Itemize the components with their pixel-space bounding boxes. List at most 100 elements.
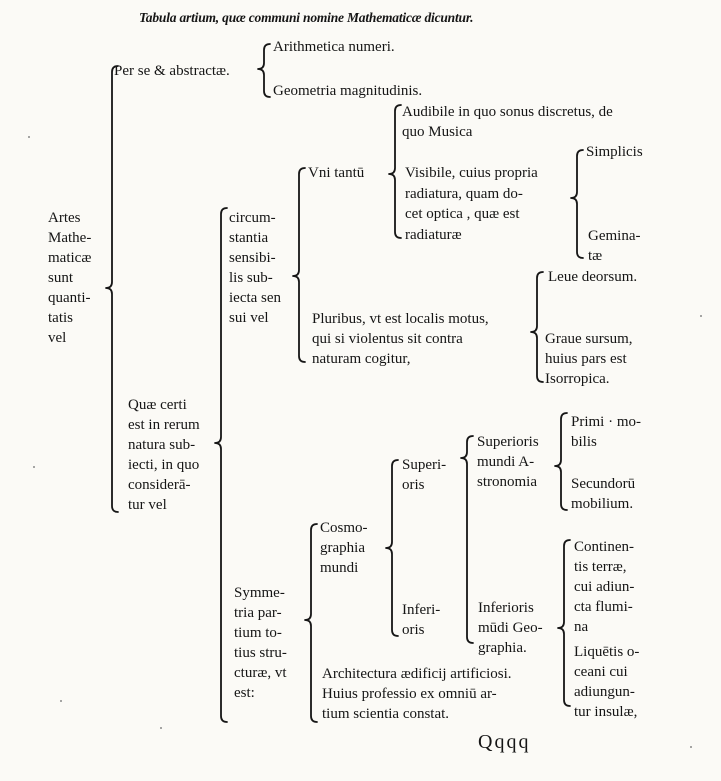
paper-speck [28, 136, 30, 138]
text-line: Secundorū [571, 476, 636, 492]
text-line: Huius professio ex omniū ar- [322, 686, 497, 702]
paper-speck [60, 700, 62, 702]
text-line: graphia. [478, 640, 527, 656]
geometria-label: Geometria magnitudinis. [273, 83, 423, 99]
brace-circumstantia [292, 167, 306, 363]
text-line: est in rerum [128, 417, 200, 433]
primi-mobilis-label: Primi · mo-bilis [571, 412, 641, 452]
paper-speck [33, 466, 35, 468]
text-line: stronomia [477, 474, 537, 490]
text-line: tium to- [234, 625, 282, 641]
text-line: mobilium. [571, 496, 634, 512]
arithmetica-label: Arithmetica numeri. [273, 39, 395, 55]
text-line: tatis [48, 310, 73, 326]
text-line: natura sub- [128, 437, 196, 453]
geminatae-label: Gemina-tæ [588, 226, 640, 266]
leue-label: Leue deorsum. [548, 269, 638, 285]
text-line: cui adiun- [574, 579, 635, 595]
brace-quae-certi [214, 207, 228, 723]
geographia-label: Inferioris mūdi Geo-graphia. [478, 598, 543, 658]
continentis-label: Continen-tis terræ, cui adiun-cta flumi-n… [574, 537, 634, 637]
brace-per-se [257, 43, 271, 98]
text-line: Superioris [477, 434, 539, 450]
text-line: Audibile in quo sonus discretus, de [402, 104, 613, 120]
brace-root [105, 65, 119, 513]
text-line: Cosmo- [320, 520, 368, 536]
text-line: mundi [320, 560, 359, 576]
text-line: quo Musica [402, 124, 473, 140]
visibile-label: Visibile, cuius propria radiatura, quam d… [405, 163, 538, 245]
text-line: sensibi- [229, 250, 276, 266]
architectura-label: Architectura ædificij artificiosi. Huius … [322, 664, 512, 724]
text-line: tium scientia constat. [322, 706, 450, 722]
text-line: Superi- [402, 457, 447, 473]
liquetis-label: Liquētis o-ceani cui adiungun-tur insulæ, [574, 642, 639, 722]
text-line: cta flumi- [574, 599, 633, 615]
text-line: Inferi- [402, 602, 441, 618]
text-line: Pluribus, vt est localis motus, [312, 311, 489, 327]
text-line: huius pars est [545, 351, 627, 367]
text-line: Quæ certi [128, 397, 187, 413]
text-line: Isorropica. [545, 371, 610, 387]
text-line: maticæ [48, 250, 92, 266]
text-line: Primi · mo- [571, 414, 641, 430]
text-line: mūdi Geo- [478, 620, 543, 636]
superioris-label: Superi-oris [402, 455, 446, 495]
text-line: naturam cogitur, [312, 351, 411, 367]
text-line: Architectura ædificij artificiosi. [322, 666, 512, 682]
text-line: iecta sen [229, 290, 282, 306]
text-line: tur insulæ, [574, 704, 638, 720]
pluribus-label: Pluribus, vt est localis motus,qui si vi… [312, 309, 489, 369]
brace-geographia [557, 539, 571, 707]
secundorum-label: Secundorū mobilium. [571, 474, 635, 514]
text-line: tæ [588, 248, 603, 264]
text-line: Visibile, cuius propria [405, 165, 538, 181]
text-line: Inferioris [478, 600, 534, 616]
text-line: Symme- [234, 585, 285, 601]
text-line: radiatura, quam do- [405, 185, 523, 202]
paper-speck [700, 315, 702, 317]
text-line: ceani cui [574, 664, 628, 680]
vni-tantum-label: Vni tantū [308, 165, 365, 181]
text-line: sunt [48, 270, 74, 286]
text-line: quanti- [48, 290, 91, 306]
text-line: Gemina- [588, 228, 641, 244]
text-line: tis terræ, [574, 559, 627, 575]
brace-vni-tantum [388, 104, 402, 239]
page-title: Tabula artium, quæ communi nomine Mathem… [139, 10, 474, 25]
text-line: oris [402, 622, 425, 638]
text-line: Graue sursum, [545, 331, 633, 347]
brace-astronomia [554, 412, 568, 511]
text-line: na [574, 619, 589, 635]
text-line: Mathe- [48, 230, 92, 246]
text-line: tur vel [128, 497, 167, 513]
text-line: tria par- [234, 605, 282, 621]
per-se-label: Per se & abstractæ. [114, 63, 230, 79]
text-line: tius stru- [234, 645, 287, 661]
paper-speck [690, 746, 692, 748]
text-line: Liquētis o- [574, 644, 640, 660]
symmetria-label: Symme-tria par-tium to-tius stru-cturæ, … [234, 583, 287, 703]
text-line: radiaturæ [405, 226, 462, 243]
text-line: sui vel [229, 310, 269, 326]
text-line: cturæ, vt [234, 665, 287, 681]
text-line: oris [402, 477, 425, 493]
text-line: Continen- [574, 539, 634, 555]
astronomia-label: Superioris mundi A-stronomia [477, 432, 539, 492]
brace-pluribus [530, 271, 544, 383]
brace-superioris [460, 435, 474, 644]
text-line: stantia [229, 230, 269, 246]
signature-mark: Qqqq [478, 731, 531, 753]
inferioris-label: Inferi-oris [402, 600, 440, 640]
text-line: considerā- [128, 477, 191, 493]
brace-cosmographia [385, 459, 399, 637]
paper-speck [160, 727, 162, 729]
text-line: Artes [48, 210, 81, 226]
text-line: adiungun- [574, 684, 635, 700]
text-line: lis sub- [229, 270, 273, 286]
text-line: vel [48, 330, 67, 346]
text-line: mundi A- [477, 454, 535, 470]
